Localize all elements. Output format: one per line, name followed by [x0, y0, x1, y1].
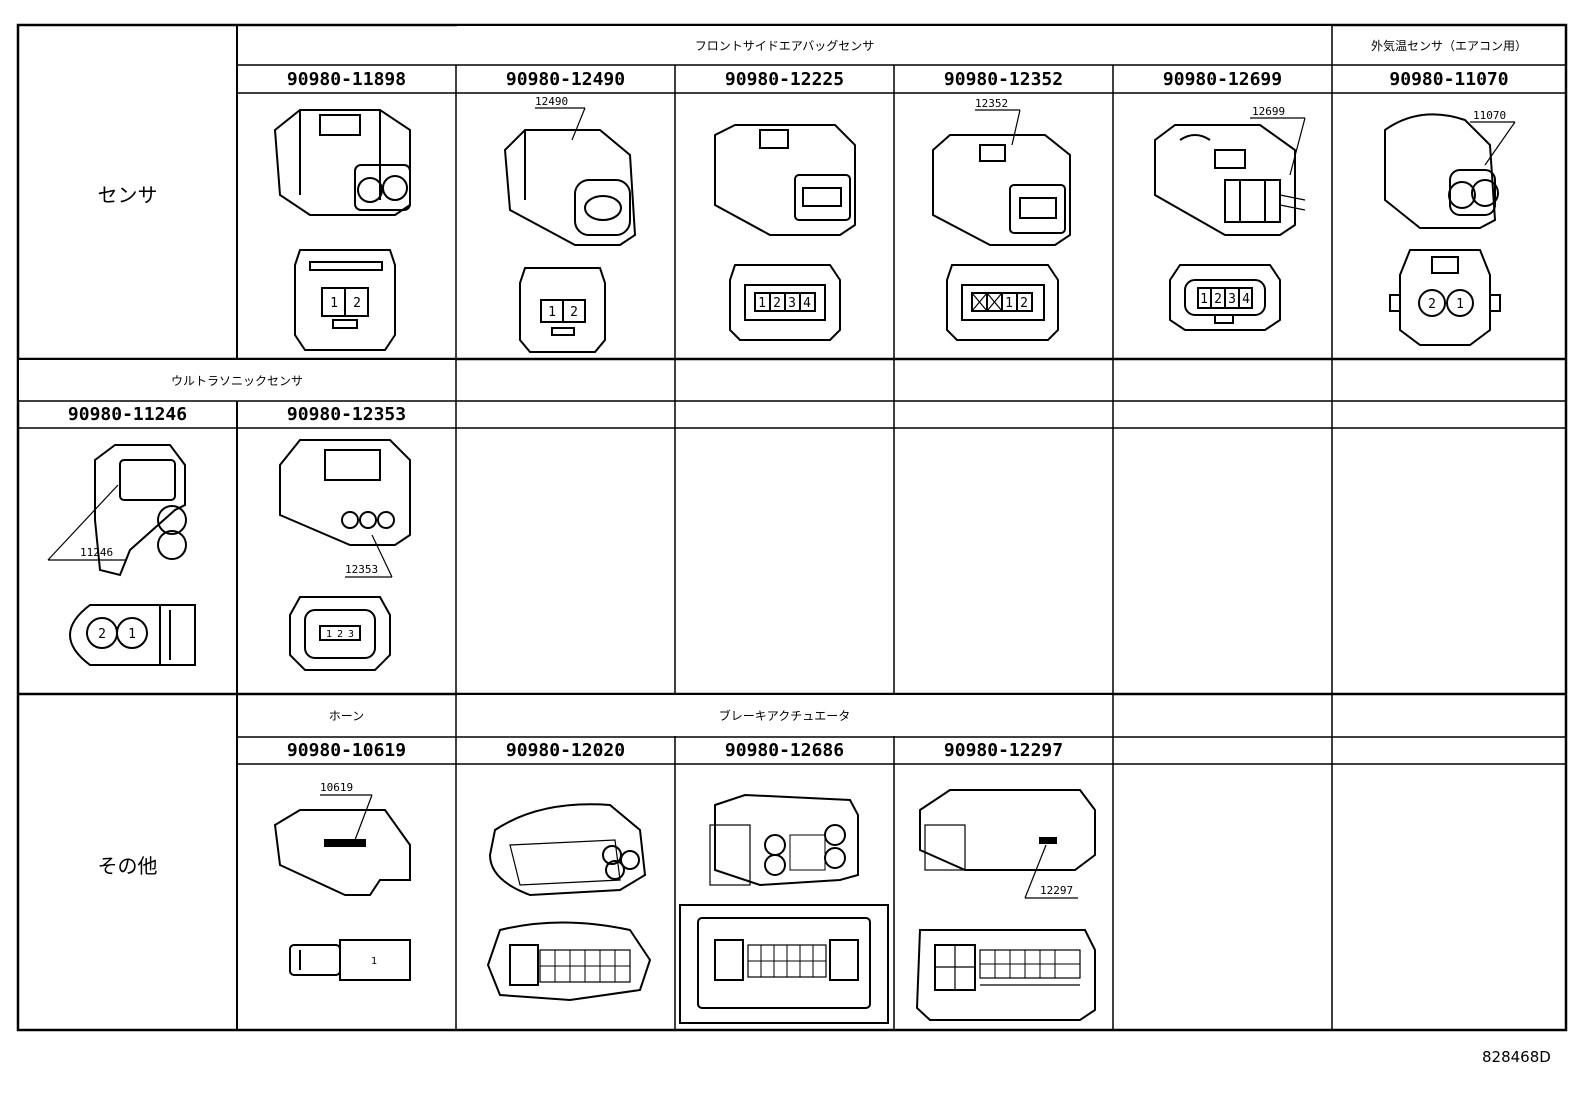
connector-11246-iso	[47, 444, 187, 577]
pin-label: 1	[1456, 297, 1464, 312]
part-number: 90980-11070	[1389, 68, 1509, 90]
part-number: 90980-12225	[724, 68, 845, 90]
pin-label: 2	[337, 629, 343, 640]
connector-12353-face	[289, 596, 391, 671]
connector-11898-iso	[273, 109, 411, 216]
part-number: 90980-12297	[943, 740, 1064, 761]
group-ultrasonic: ウルトラソニックセンサ	[170, 373, 303, 388]
callout-label: 12699	[1252, 105, 1285, 118]
connector-12490-face	[519, 267, 606, 353]
pin-label: 1	[330, 296, 338, 311]
pin-label: 2	[773, 296, 781, 311]
connector-12699-face	[1169, 264, 1281, 331]
connector-12225-iso	[714, 124, 856, 236]
part-number: 90980-12490	[505, 68, 626, 90]
connector-12699-iso	[1154, 117, 1306, 236]
row-label-other: その他	[97, 853, 158, 878]
callout-label: 10619	[320, 781, 353, 794]
connector-12297-iso	[919, 789, 1096, 899]
pin-label: 1	[758, 296, 766, 311]
connector-12020-iso	[488, 803, 647, 897]
part-number: 90980-12686	[724, 740, 845, 761]
connector-12490-iso	[503, 107, 637, 246]
group-outside-temp: 外気温センサ（エアコン用）	[1370, 38, 1527, 53]
pin-label: 1	[548, 305, 556, 320]
connector-11898-face	[294, 249, 396, 351]
connector-12352-iso	[932, 109, 1071, 246]
pin-label: 2	[570, 305, 578, 320]
connector-12686-iso	[709, 793, 859, 887]
pin-label: 2	[98, 627, 106, 642]
connector-11246-face	[68, 604, 196, 666]
connector-11070-face	[1389, 249, 1501, 346]
pin-label: 3	[1228, 292, 1236, 307]
part-number: 90980-12699	[1162, 68, 1283, 90]
callout-label: 11070	[1473, 109, 1506, 122]
pin-label: 1	[371, 956, 377, 967]
pin-label: 1	[1200, 292, 1208, 307]
callout-label: 12490	[535, 95, 568, 108]
pin-label: 3	[788, 296, 796, 311]
pin-label: 3	[348, 629, 354, 640]
group-horn: ホーン	[328, 709, 365, 723]
connector-11070-iso	[1384, 113, 1516, 229]
connector-10619-face	[289, 939, 411, 981]
connector-12020-face	[486, 921, 652, 1002]
connector-12225-face	[729, 264, 841, 341]
part-number: 90980-12353	[286, 404, 407, 425]
pin-label: 4	[1242, 292, 1250, 307]
pin-label: 2	[353, 296, 361, 311]
figure-id: 828468D	[1482, 1048, 1551, 1066]
part-number: 90980-12352	[943, 68, 1064, 90]
pin-label: 1	[1005, 296, 1013, 311]
connector-12353-iso	[279, 439, 411, 578]
pin-label: 4	[803, 296, 811, 311]
part-number: 90980-11898	[286, 68, 407, 90]
pin-label: 2	[1214, 292, 1222, 307]
part-number: 90980-10619	[286, 740, 407, 761]
part-number: 90980-11246	[67, 404, 188, 425]
pin-label: 1	[326, 629, 332, 640]
pin-label: 2	[1020, 296, 1028, 311]
pin-label: 2	[1428, 297, 1436, 312]
part-number: 90980-12020	[505, 740, 626, 761]
group-brake-actuator: ブレーキアクチュエータ	[718, 709, 851, 723]
callout-label: 12297	[1040, 884, 1073, 897]
callout-label: 12352	[975, 97, 1008, 110]
connector-10619-iso	[273, 794, 411, 896]
callout-label: 11246	[80, 546, 113, 559]
group-front-side-airbag: フロントサイドエアバッグセンサ	[694, 38, 875, 53]
pin-label: 1	[128, 627, 136, 642]
connector-12686-face	[679, 904, 889, 1024]
connector-12297-face	[915, 929, 1096, 1021]
row-label-sensor: センサ	[97, 182, 158, 207]
callout-label: 12353	[345, 563, 378, 576]
connector-12352-face	[946, 264, 1059, 341]
